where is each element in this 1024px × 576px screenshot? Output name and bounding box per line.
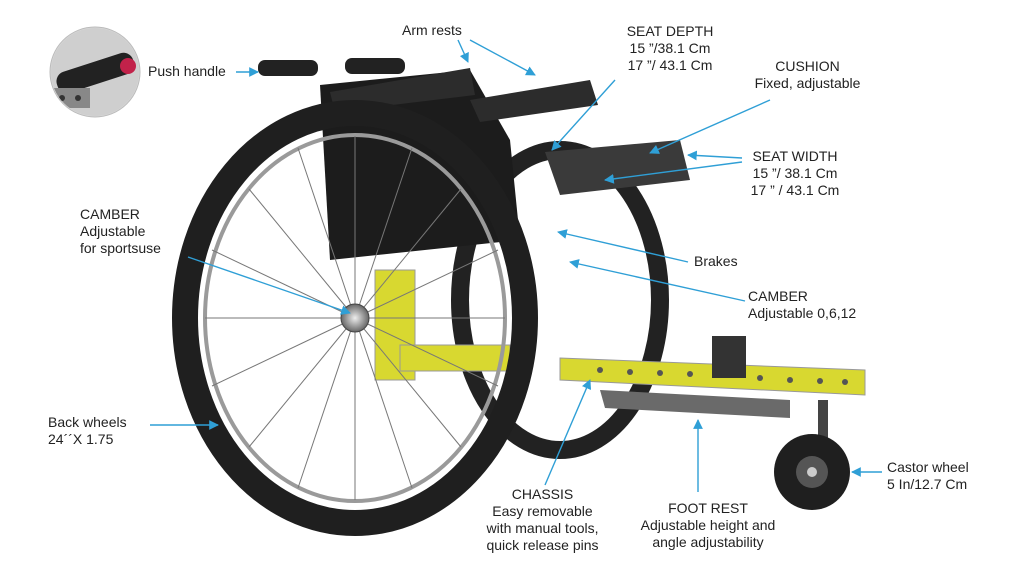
arm-rest-right	[470, 80, 598, 122]
leader-camber-adjustable	[569, 259, 746, 302]
label-push-handle: Push handle	[148, 63, 226, 80]
label-line: CUSHION	[775, 58, 840, 74]
label-seat-depth: SEAT DEPTH 15 ”/38.1 Cm 17 ”/ 43.1 Cm	[610, 23, 730, 74]
label-line: CAMBER	[748, 288, 808, 304]
leader-seat-width-2	[604, 161, 743, 184]
label-line: quick release pins	[486, 537, 599, 553]
label-line: Castor wheel	[887, 459, 969, 475]
label-line: Brakes	[694, 253, 738, 269]
label-line: Fixed, adjustable	[754, 75, 861, 91]
label-foot-rest: FOOT REST Adjustable height and angle ad…	[628, 500, 788, 551]
leader-brakes	[557, 229, 689, 263]
label-camber-sport: CAMBER Adjustable for sportsuse	[80, 206, 161, 257]
label-line: Adjustable	[80, 223, 146, 239]
label-line: Adjustable height and	[640, 517, 776, 533]
leader-arm-rest-1	[457, 39, 469, 63]
label-line: CHASSIS	[511, 486, 574, 502]
leader-seat-depth	[551, 79, 616, 151]
label-line: 17 ”/ 43.1 Cm	[627, 57, 713, 73]
label-line: SEAT WIDTH	[752, 148, 838, 164]
label-line: angle adjustability	[652, 534, 764, 550]
push-handle-inset-image	[49, 26, 141, 118]
label-line: SEAT DEPTH	[626, 23, 714, 39]
label-line: for sportsuse	[80, 240, 161, 256]
leader-seat-width-1	[687, 150, 743, 161]
label-line: Arm rests	[402, 22, 462, 38]
label-line: Back wheels	[48, 414, 127, 430]
leader-camber-sport	[187, 256, 351, 315]
label-brakes: Brakes	[694, 253, 738, 270]
foot-rest-plate	[600, 390, 790, 418]
push-handle-left	[258, 60, 318, 76]
label-line: 17 ” / 43.1 Cm	[750, 182, 840, 198]
rear-wheel-near	[172, 100, 538, 536]
push-handle-right	[345, 58, 405, 74]
castor-wheel-shape	[774, 400, 850, 510]
label-chassis: CHASSIS Easy removable with manual tools…	[475, 486, 610, 554]
leader-lines	[150, 39, 882, 492]
label-line: 15 ”/38.1 Cm	[629, 40, 711, 56]
label-line: FOOT REST	[668, 500, 748, 516]
label-camber-adjustable: CAMBER Adjustable 0,6,12	[748, 288, 856, 322]
label-line: with manual tools,	[486, 520, 599, 536]
label-seat-width: SEAT WIDTH 15 ”/ 38.1 Cm 17 ” / 43.1 Cm	[740, 148, 850, 199]
label-line: CAMBER	[80, 206, 140, 222]
label-line: Push handle	[148, 63, 226, 79]
label-line: Easy removable	[492, 503, 593, 519]
leader-cushion	[649, 99, 771, 154]
label-line: 15 ”/ 38.1 Cm	[752, 165, 838, 181]
label-castor-wheel: Castor wheel 5 In/12.7 Cm	[887, 459, 969, 493]
label-line: Adjustable 0,6,12	[748, 305, 857, 321]
label-cushion: CUSHION Fixed, adjustable	[745, 58, 870, 92]
leader-arm-rest-2	[469, 39, 536, 76]
label-line: 24´´X 1.75	[48, 431, 114, 447]
label-line: 5 In/12.7 Cm	[887, 476, 968, 492]
label-back-wheels: Back wheels 24´´X 1.75	[48, 414, 127, 448]
label-arm-rests: Arm rests	[402, 22, 462, 39]
leader-chassis	[544, 379, 592, 486]
foot-rest-strap	[712, 336, 746, 378]
